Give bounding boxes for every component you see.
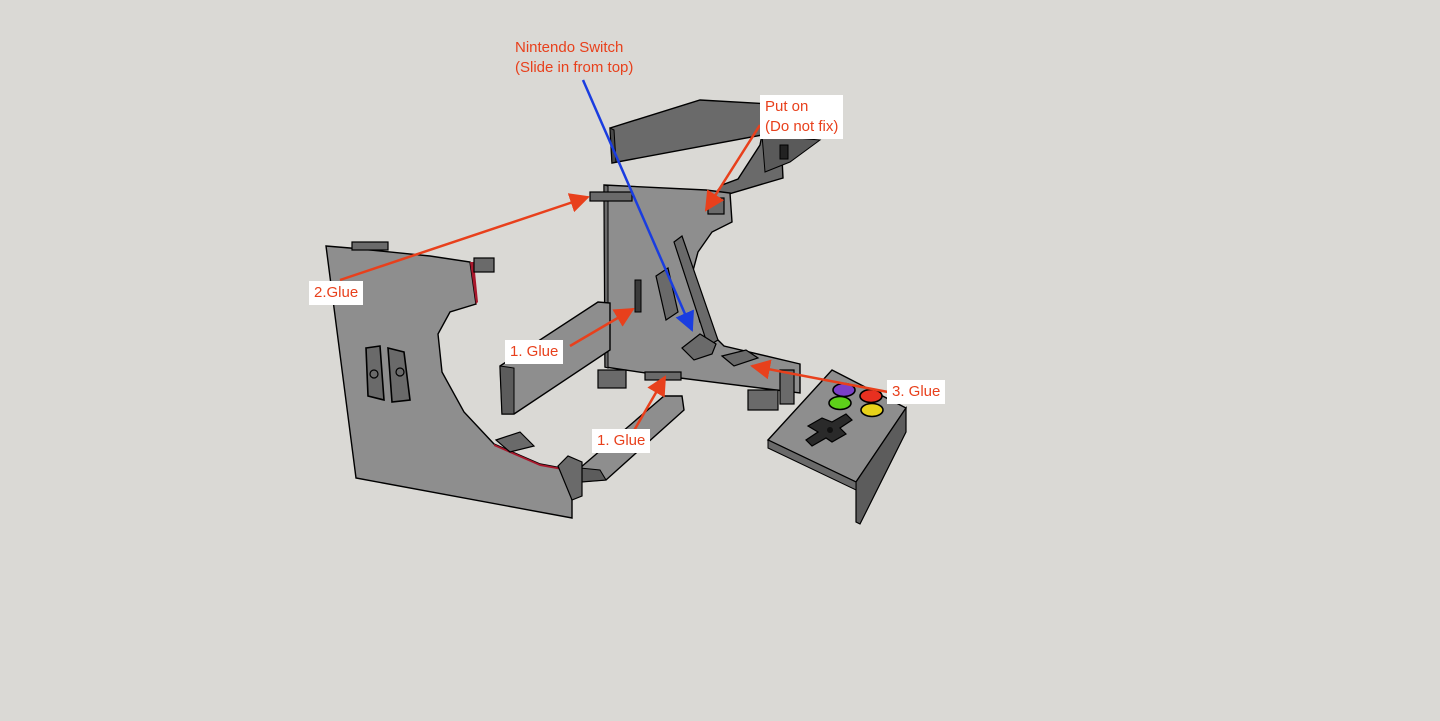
glue-1b-annotation: 1. Glue	[592, 429, 650, 453]
put-on-annotation-line2: (Do not fix)	[765, 117, 838, 137]
glue-1a-annotation: 1. Glue	[505, 340, 563, 364]
switch-annotation: Nintendo Switch (Slide in from top)	[515, 38, 633, 78]
put-on-annotation: Put on (Do not fix)	[760, 95, 843, 139]
put-on-annotation-line1: Put on	[765, 97, 838, 117]
glue-3-annotation: 3. Glue	[887, 380, 945, 404]
switch-annotation-line2: (Slide in from top)	[515, 58, 633, 78]
glue-2-annotation: 2.Glue	[309, 281, 363, 305]
switch-annotation-line1: Nintendo Switch	[515, 38, 633, 58]
center-panel-part	[590, 185, 800, 410]
